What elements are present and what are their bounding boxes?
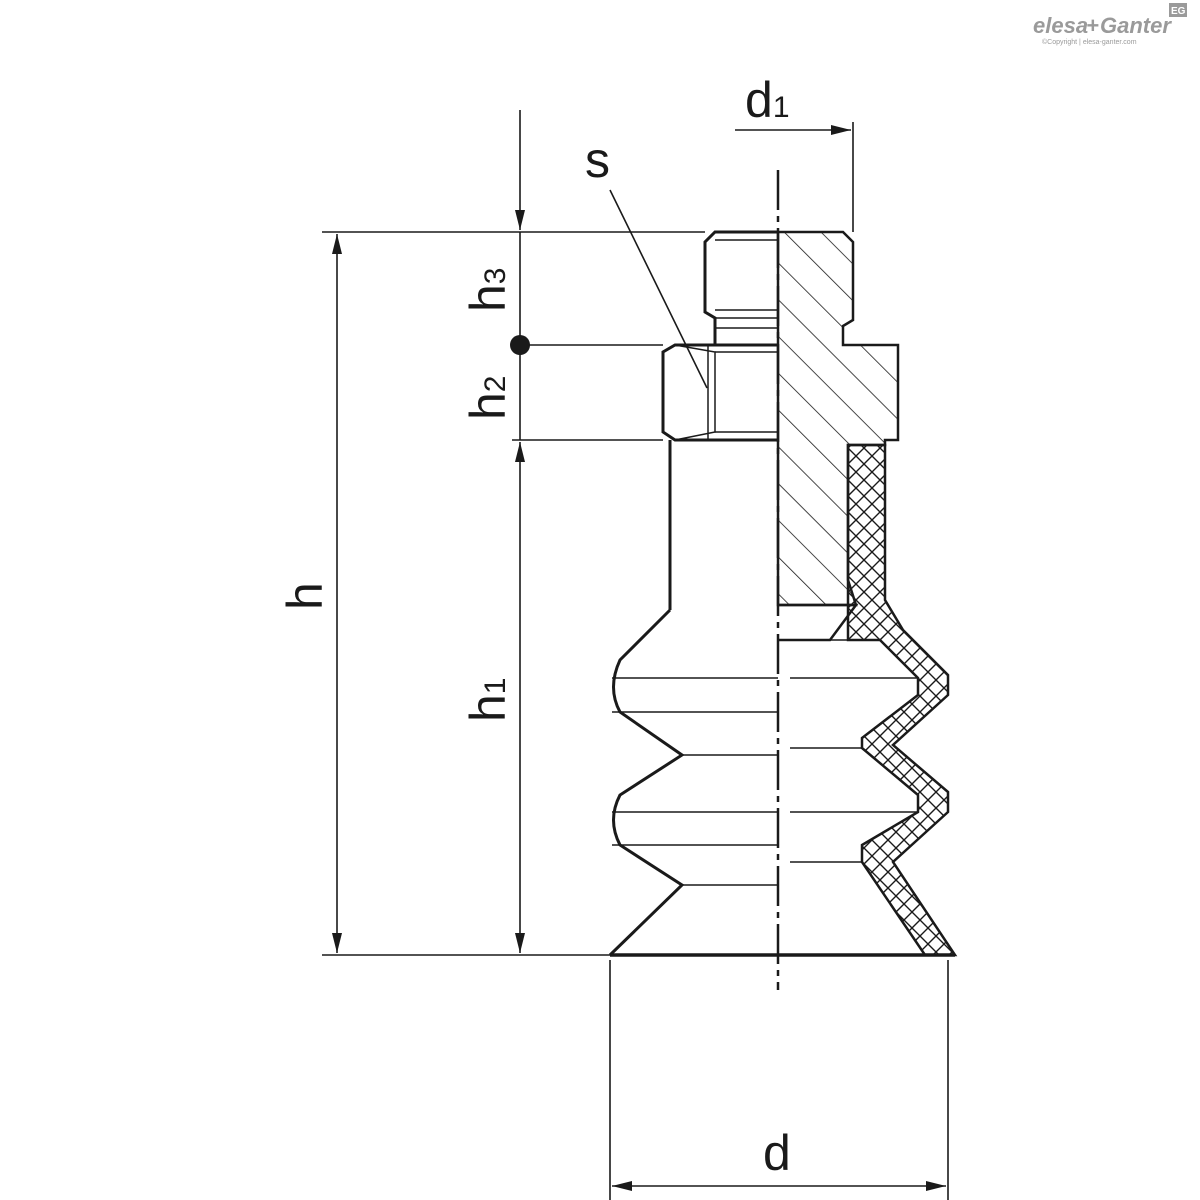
hex-nut-faces — [674, 344, 716, 441]
bellows-wall-section — [846, 443, 958, 957]
label-h2: h2 — [460, 376, 516, 421]
svg-text:h1: h1 — [460, 678, 516, 723]
brand-name-part1: elesa — [1033, 13, 1088, 38]
inner-fold-lines — [790, 677, 918, 863]
brand-name-part2: Ganter — [1100, 13, 1172, 38]
part-section — [776, 230, 958, 957]
cavity-edge — [778, 603, 859, 642]
svg-text:h2: h2 — [460, 376, 516, 421]
brand-copyright: ©Copyright | elesa-ganter.com — [1042, 38, 1137, 46]
label-s: s — [585, 132, 610, 188]
dimension-lines — [322, 110, 949, 1200]
brand-logo: elesa + Ganter EG ©Copyright | elesa-gan… — [1033, 3, 1187, 46]
bellows-fold-lines — [612, 677, 778, 886]
brand-badge: EG — [1171, 6, 1186, 17]
svg-text:h3: h3 — [460, 268, 516, 313]
thread-lines — [715, 239, 778, 311]
dimension-labels: d1 s d h3 h2 h h1 — [277, 72, 791, 1181]
thread-outline — [703, 230, 778, 345]
svg-text:h: h — [277, 582, 333, 610]
brand-name-sep: + — [1086, 13, 1099, 38]
label-h: h — [277, 582, 333, 610]
label-h1: h1 — [460, 678, 516, 723]
label-d1: d1 — [745, 72, 790, 128]
label-d: d — [763, 1125, 791, 1181]
h2-h3-junction-dot — [510, 335, 530, 355]
brand-badge-box — [1169, 3, 1187, 17]
bellows-outline — [608, 608, 685, 957]
dim-s-leader — [609, 189, 708, 389]
hex-nut-outline — [661, 343, 778, 442]
part-outline — [608, 230, 955, 957]
label-h3: h3 — [460, 268, 516, 313]
